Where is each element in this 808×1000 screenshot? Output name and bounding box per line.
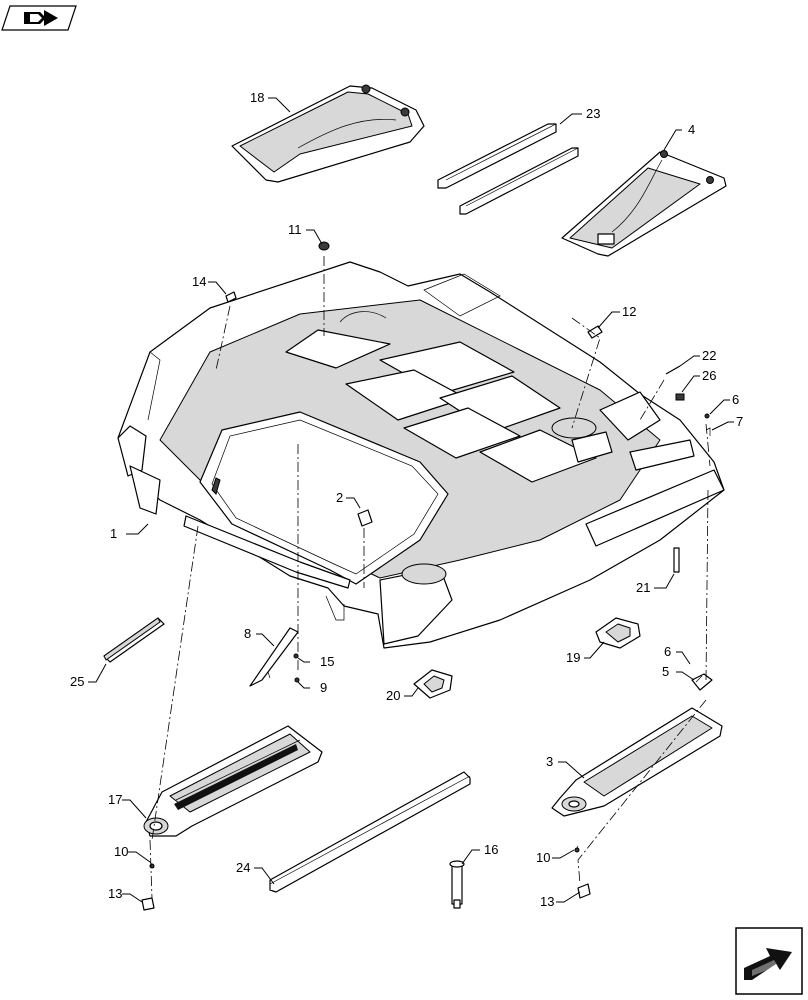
part-19-gasket bbox=[595, 617, 641, 649]
callout-10b: 10 bbox=[536, 850, 550, 865]
callout-10a: 10 bbox=[114, 844, 128, 859]
assembly-center-lines bbox=[149, 256, 711, 899]
part-5-clip bbox=[691, 673, 713, 691]
part-8-bracket bbox=[249, 627, 300, 687]
next-page-arrow-icon[interactable] bbox=[735, 927, 803, 995]
book-arrow-icon[interactable] bbox=[1, 5, 77, 31]
callout-4: 4 bbox=[688, 122, 695, 137]
callout-8: 8 bbox=[244, 626, 251, 641]
callout-20: 20 bbox=[386, 688, 400, 703]
callout-11: 11 bbox=[288, 222, 302, 237]
part-16-standoff bbox=[449, 860, 465, 909]
callout-2: 2 bbox=[336, 490, 343, 505]
part-25-strip bbox=[103, 617, 165, 663]
callout-6b: 6 bbox=[664, 644, 671, 659]
part-23-strips bbox=[437, 123, 579, 215]
callout-22: 22 bbox=[702, 348, 716, 363]
part-24-strip bbox=[269, 771, 471, 893]
callout-19: 19 bbox=[566, 650, 580, 665]
callout-9: 9 bbox=[320, 680, 327, 695]
callout-1: 1 bbox=[110, 526, 117, 541]
callout-leaders bbox=[88, 97, 734, 903]
part-1-roof-assembly bbox=[117, 261, 725, 649]
part-4-panel bbox=[561, 150, 727, 257]
part-18-panel bbox=[231, 84, 425, 183]
callout-17: 17 bbox=[108, 792, 122, 807]
part-17-duct bbox=[143, 725, 323, 837]
callout-labels: 18 23 4 11 14 12 22 26 6 7 2 1 21 8 15 9… bbox=[70, 90, 743, 909]
callout-24: 24 bbox=[236, 860, 250, 875]
small-hardware bbox=[225, 241, 711, 436]
part-21-pin bbox=[673, 547, 680, 573]
callout-13b: 13 bbox=[540, 894, 554, 909]
callout-6a: 6 bbox=[732, 392, 739, 407]
callout-21: 21 bbox=[636, 580, 650, 595]
part-3-duct bbox=[551, 707, 723, 817]
callout-7: 7 bbox=[736, 414, 743, 429]
part-20-gasket bbox=[413, 669, 453, 699]
callout-26: 26 bbox=[702, 368, 716, 383]
callout-13a: 13 bbox=[108, 886, 122, 901]
callout-12: 12 bbox=[622, 304, 636, 319]
callout-25: 25 bbox=[70, 674, 84, 689]
callout-15: 15 bbox=[320, 654, 334, 669]
callout-3: 3 bbox=[546, 754, 553, 769]
callout-16: 16 bbox=[484, 842, 498, 857]
callout-5: 5 bbox=[662, 664, 669, 679]
part-10-13-hardware bbox=[141, 845, 591, 911]
callout-23: 23 bbox=[586, 106, 600, 121]
callout-18: 18 bbox=[250, 90, 264, 105]
callout-14: 14 bbox=[192, 274, 206, 289]
